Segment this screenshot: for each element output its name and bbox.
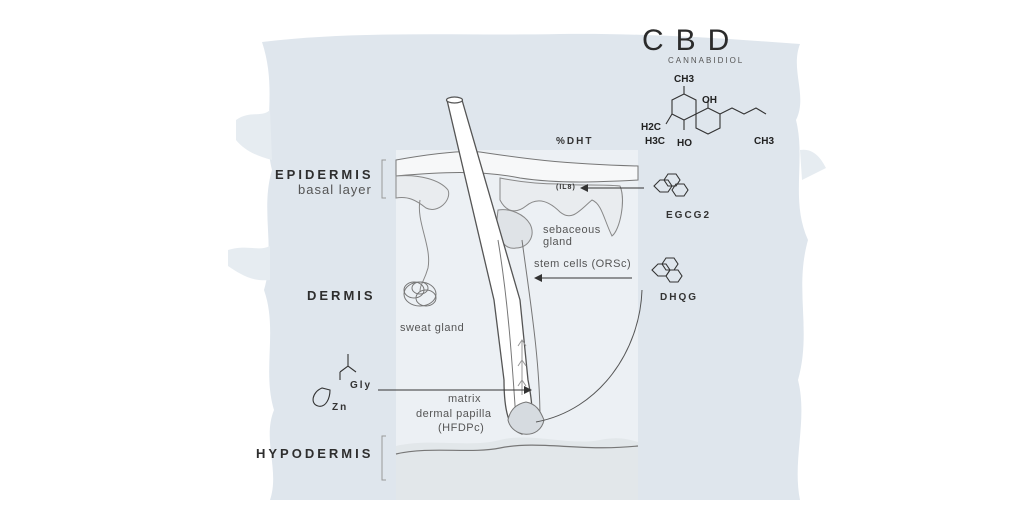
cbd-title: CBD	[642, 24, 742, 57]
il8-label: (IL8)	[556, 184, 576, 191]
gly-molecule-icon	[339, 354, 357, 380]
gland-label: gland	[543, 236, 573, 248]
cbd-atom-ch3-top: CH3	[674, 74, 695, 85]
hfdpc-label: (HFDPc)	[438, 422, 485, 434]
sweat-gland-coil	[403, 281, 437, 307]
growth-arrows	[517, 339, 527, 395]
cbd-atom-oh: OH	[702, 95, 717, 106]
egcg-label: EGCG2	[666, 210, 712, 221]
sebaceous-label: sebaceous	[543, 224, 601, 236]
hypodermis-shape	[396, 437, 638, 500]
cbd-atom-h3c: H3C	[645, 136, 666, 147]
basal-layer	[395, 175, 623, 237]
dhqg-label: DHQG	[660, 292, 698, 303]
cbd-atom-ho: HO	[677, 138, 692, 149]
basal-layer-label: basal layer	[298, 182, 372, 197]
dermis-label: DERMIS	[307, 288, 376, 303]
epidermis-label: EPIDERMIS	[275, 167, 374, 182]
zn-drop-icon	[312, 387, 331, 407]
sweat-duct	[418, 199, 430, 293]
dermal-papilla-label: dermal papilla	[416, 408, 492, 420]
dhqg-molecule-icon	[651, 257, 683, 283]
cbd-subtitle: CANNABIDIOL	[668, 56, 745, 65]
sweat-gland-label: sweat gland	[400, 322, 465, 334]
dhqg-curve-arrow	[535, 289, 643, 423]
hair-tip	[445, 96, 464, 104]
gly-label: Gly	[350, 380, 373, 391]
dermal-papilla-shape	[507, 401, 545, 435]
hypodermis-label: HYPODERMIS	[256, 446, 374, 461]
cbd-molecule-structure	[665, 86, 767, 135]
hypodermis-line	[395, 444, 639, 455]
egcg-arrowhead	[580, 184, 588, 192]
cbd-atom-h2c: H2C	[641, 122, 662, 133]
epidermis-bracket	[381, 159, 386, 199]
matrix-label: matrix	[448, 393, 481, 405]
gly-arrowhead	[524, 386, 532, 394]
stem-cells-label: stem cells (ORSc)	[534, 258, 632, 270]
zn-label: Zn	[332, 402, 349, 413]
follicle-sheath	[497, 239, 541, 421]
egcg-molecule-icon	[653, 173, 689, 197]
cbd-atom-ch3-right: CH3	[754, 136, 775, 147]
stem-cells-arrowhead	[534, 274, 542, 282]
dht-label: %DHT	[556, 136, 594, 147]
hypodermis-bracket	[381, 435, 386, 481]
